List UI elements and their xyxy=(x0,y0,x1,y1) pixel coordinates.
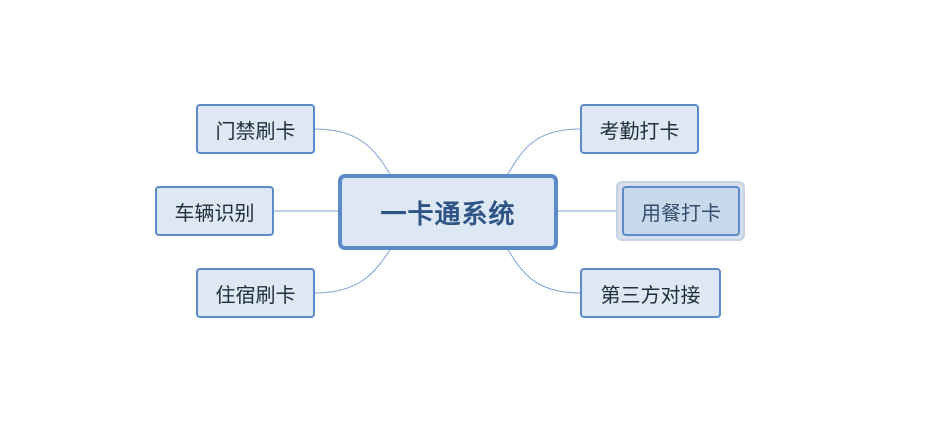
topic-vehicle-recognition[interactable]: 车辆识别 xyxy=(155,186,274,236)
connector-dorm xyxy=(314,249,391,294)
topic-dorm-card[interactable]: 住宿刷卡 xyxy=(196,268,315,318)
topic-attendance-card[interactable]: 考勤打卡 xyxy=(580,104,699,154)
topic-third-party-integration[interactable]: 第三方对接 xyxy=(580,268,721,318)
central-topic[interactable]: 一卡通系统 xyxy=(338,174,558,250)
connector-access xyxy=(314,128,391,175)
connector-attend xyxy=(507,128,581,175)
connector-thirdparty xyxy=(507,249,581,294)
topic-access-card[interactable]: 门禁刷卡 xyxy=(196,104,315,154)
topic-dining-card[interactable]: 用餐打卡 xyxy=(622,186,740,236)
